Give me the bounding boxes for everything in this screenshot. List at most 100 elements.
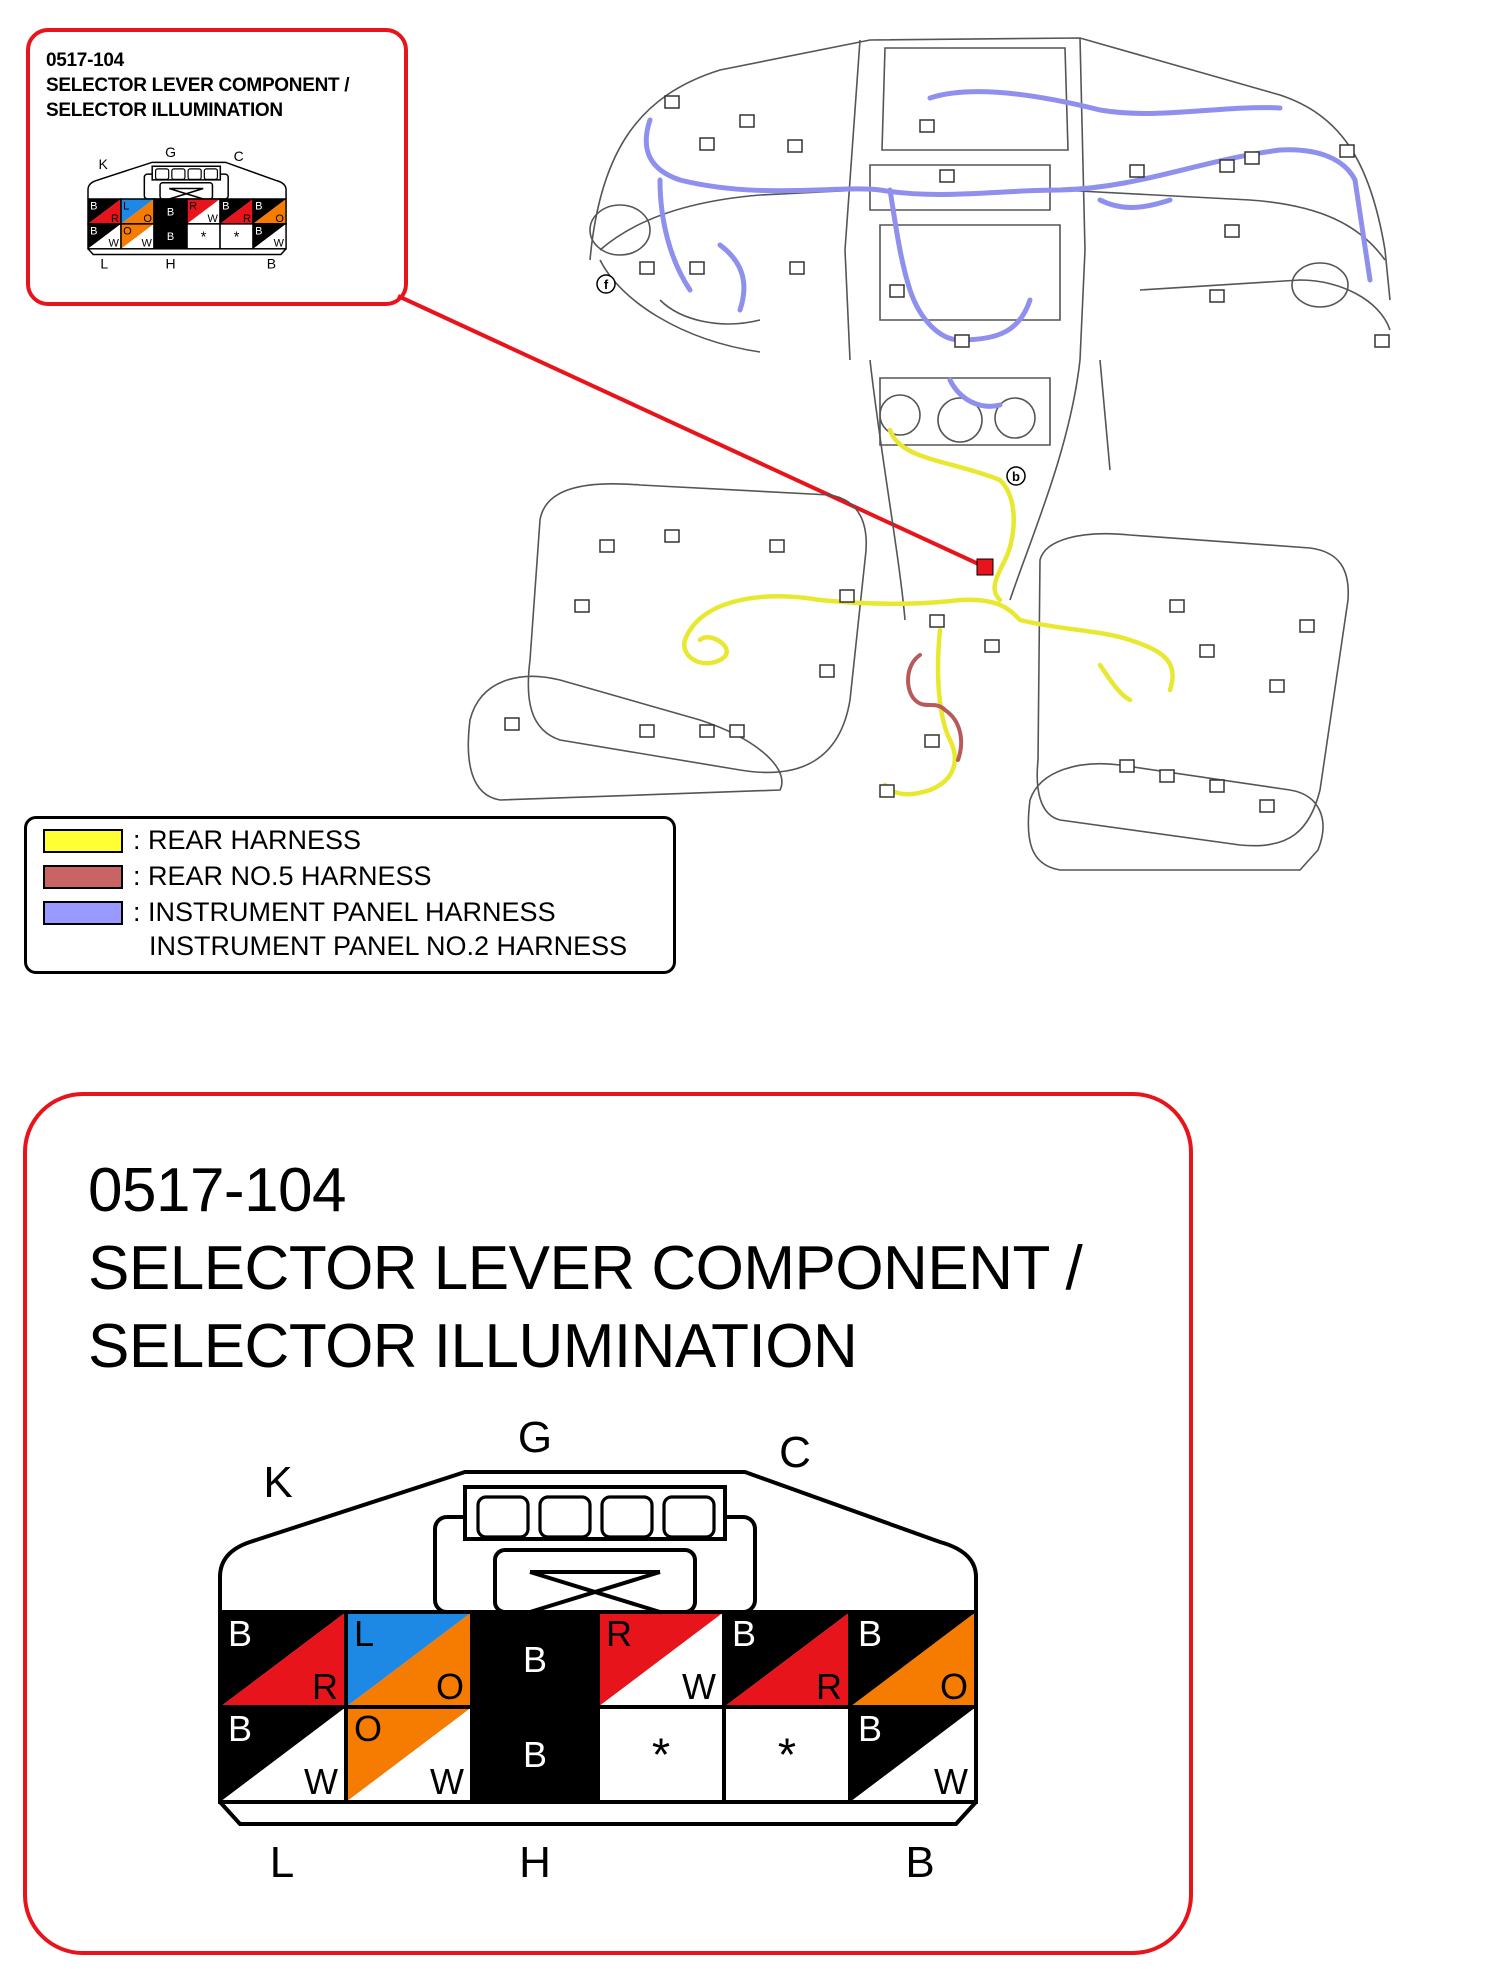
pin-wire-color-secondary: W <box>682 1666 716 1707</box>
harness-legend: : REAR HARNESS : REAR NO.5 HARNESS : INS… <box>24 816 676 974</box>
pin-wire-color-primary: O <box>354 1708 382 1749</box>
pin-cell-r1-c5: BW <box>848 1705 978 1804</box>
rear-no5-harness-routing <box>906 653 964 762</box>
instrument-panel-harness-routing <box>643 89 1373 409</box>
large-connector-title-line2: SELECTOR ILLUMINATION <box>88 1312 858 1381</box>
connector-bottom-edge <box>87 248 287 256</box>
legend-label-rear-no5-harness: : REAR NO.5 HARNESS <box>133 861 432 891</box>
rear-harness-routing <box>682 427 1175 797</box>
marker-f-label: f <box>604 277 609 292</box>
connector-lock-slot <box>538 1495 592 1539</box>
legend-label-instrument-panel-harness: : INSTRUMENT PANEL HARNESS <box>133 897 556 927</box>
pin-label-c: C <box>779 1428 811 1477</box>
pin-cell-r0-c2: B <box>470 1610 600 1709</box>
pin-cell-r0-c4: BR <box>219 198 254 225</box>
pin-wire-color-primary: R <box>606 1613 632 1654</box>
pin-label-k: K <box>99 156 109 172</box>
pin-wire-color-primary: B <box>222 200 229 212</box>
marker-b-circle <box>1006 466 1026 486</box>
pin-label-h: H <box>519 1838 551 1887</box>
pin-label-g: G <box>165 144 176 160</box>
pin-wire-color-primary: L <box>123 200 129 212</box>
legend-swatch-rear-no5-harness <box>43 865 123 889</box>
pin-cell-r1-c2: B <box>470 1705 600 1804</box>
harness-connector-blocks <box>504 95 1390 813</box>
connector-latch-cross <box>168 187 204 200</box>
pin-cell-r0-c5: BO <box>252 198 287 225</box>
connector-bottom-edge <box>218 1800 978 1826</box>
legend-label-rear-harness: : REAR HARNESS <box>133 825 362 855</box>
connector-lock-slot <box>476 1495 530 1539</box>
pin-wire-color-secondary: W <box>109 238 120 250</box>
marker-f-circle <box>596 274 616 294</box>
pin-wire-color-label: B <box>523 1639 547 1680</box>
pin-cell-r0-c1: LO <box>344 1610 474 1709</box>
large-connector-title-line1: SELECTOR LEVER COMPONENT / <box>88 1234 1083 1303</box>
pin-cell-r0-c3: RW <box>186 198 221 225</box>
pin-cell-r1-c1: OW <box>344 1705 474 1804</box>
small-connector-title-line1: SELECTOR LEVER COMPONENT / <box>46 75 350 96</box>
pin-wire-color-primary: B <box>255 200 262 212</box>
pin-empty-marker: * <box>201 229 207 245</box>
pin-wire-color-primary: B <box>90 200 97 212</box>
pin-wire-color-primary: B <box>858 1708 882 1749</box>
pin-wire-color-secondary: W <box>208 213 219 225</box>
pin-cell-r1-c4: * <box>722 1705 852 1804</box>
pin-wire-color-primary: B <box>255 225 262 237</box>
pin-wire-color-secondary: W <box>304 1761 338 1802</box>
small-connector-title-line2: SELECTOR ILLUMINATION <box>46 100 283 121</box>
pin-wire-color-primary: O <box>123 225 132 237</box>
pin-label-l: L <box>100 255 108 271</box>
pin-wire-color-secondary: W <box>430 1761 464 1802</box>
pin-wire-color-primary: R <box>189 200 197 212</box>
pin-wire-color-secondary: O <box>940 1666 968 1707</box>
connector-location-marker <box>976 558 994 576</box>
pin-label-k: K <box>263 1458 292 1507</box>
pin-empty-marker: * <box>652 1729 670 1781</box>
pin-wire-color-primary: B <box>90 225 97 237</box>
pin-label-c: C <box>234 148 244 164</box>
legend-swatch-rear-harness <box>43 829 123 853</box>
pin-wire-color-secondary: R <box>243 213 251 225</box>
pin-cell-r0-c4: BR <box>722 1610 852 1709</box>
connector-lock-slot <box>203 168 219 180</box>
pin-wire-color-secondary: R <box>816 1666 842 1707</box>
pin-cell-r1-c5: BW <box>252 223 287 250</box>
connector-lock-slot <box>171 168 186 180</box>
connector-lock-slot <box>662 1495 716 1539</box>
dashboard-outline <box>589 37 1391 621</box>
pin-wire-color-secondary: W <box>274 238 285 250</box>
pin-label-g: G <box>518 1413 552 1462</box>
pin-wire-color-secondary: W <box>934 1761 968 1802</box>
pin-cell-r1-c2: B <box>153 223 188 250</box>
pin-wire-color-label: B <box>167 206 174 218</box>
legend-label-instrument-panel-no2-harness: INSTRUMENT PANEL NO.2 HARNESS <box>149 931 628 961</box>
connector-lock-slot <box>187 168 202 180</box>
callout-leader-line <box>397 294 986 569</box>
pin-cell-r0-c0: BR <box>218 1610 348 1709</box>
pin-cell-r1-c0: BW <box>218 1705 348 1804</box>
pin-wire-color-primary: L <box>354 1613 374 1654</box>
pin-wire-color-label: B <box>167 231 174 243</box>
pin-cell-r0-c5: BO <box>848 1610 978 1709</box>
seat-outlines <box>467 482 1350 871</box>
pin-cell-r1-c3: * <box>186 223 221 250</box>
legend-swatch-instrument-panel-harness <box>43 901 123 925</box>
pin-cell-r1-c1: OW <box>120 223 155 250</box>
pin-wire-color-primary: B <box>858 1613 882 1654</box>
marker-b-label: b <box>1012 469 1020 484</box>
pin-label-l: L <box>270 1838 294 1887</box>
pin-wire-color-secondary: R <box>312 1666 338 1707</box>
pin-cell-r0-c3: RW <box>596 1610 726 1709</box>
pin-wire-color-secondary: O <box>275 213 284 225</box>
pin-cell-r0-c0: BR <box>87 198 122 225</box>
pin-wire-color-primary: B <box>732 1613 756 1654</box>
connector-lock-slot <box>154 168 170 180</box>
connector-latch-inner <box>493 1548 697 1614</box>
pin-cell-r0-c2: B <box>153 198 188 225</box>
pin-wire-color-secondary: O <box>143 213 152 225</box>
